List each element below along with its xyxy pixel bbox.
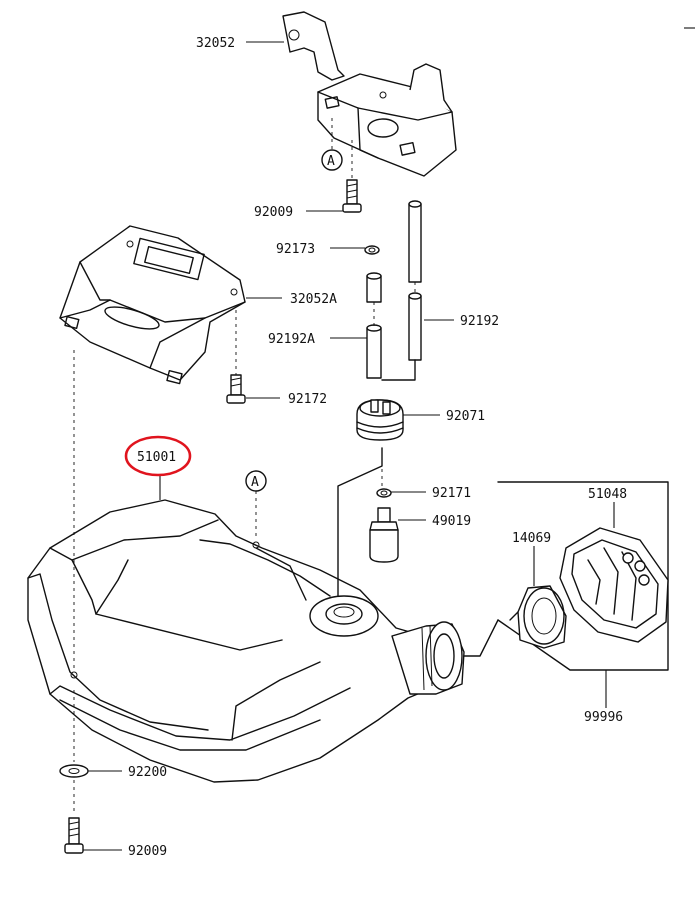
upper-seal-part[interactable] <box>364 245 380 255</box>
callout-51048: 51048 <box>588 487 627 502</box>
highlight-ring <box>124 435 192 477</box>
grommet-part[interactable] <box>356 399 404 441</box>
lower-seal-part[interactable] <box>376 448 392 498</box>
callout-92009-lower: 92009 <box>128 844 167 859</box>
callout-99996: 99996 <box>584 710 623 725</box>
upper-bracket-part[interactable] <box>282 11 457 177</box>
washer-part[interactable] <box>59 764 89 778</box>
callout-32052: 32052 <box>196 36 235 51</box>
fuel-cap-part[interactable] <box>559 527 669 643</box>
callout-92192: 92192 <box>460 314 499 329</box>
leader-lines <box>83 41 615 851</box>
callout-92009-upper: 92009 <box>254 205 293 220</box>
bracket-bolt-part[interactable] <box>226 310 246 404</box>
callout-92071: 92071 <box>446 409 485 424</box>
callout-92171: 92171 <box>432 486 471 501</box>
reference-mark-a-upper-label: A <box>327 154 335 169</box>
long-hose-part[interactable] <box>381 200 422 381</box>
reference-mark-a-upper: A <box>321 118 343 171</box>
cap-assembly-box <box>463 481 669 708</box>
grommet-to-tank-line <box>337 447 383 597</box>
callout-14069: 14069 <box>512 531 551 546</box>
reference-mark-a-lower-label: A <box>251 475 259 490</box>
callout-32052a: 32052A <box>290 292 337 307</box>
callout-92173: 92173 <box>276 242 315 257</box>
upper-bolt-part[interactable] <box>342 140 362 213</box>
callout-49019: 49019 <box>432 514 471 529</box>
lower-bolt-part[interactable] <box>64 817 84 854</box>
highlighted-callout-51001[interactable]: 51001 <box>124 435 192 477</box>
lower-bracket-part[interactable] <box>59 225 246 385</box>
short-hose-part[interactable] <box>366 272 382 379</box>
fuel-tank-part[interactable] <box>27 499 465 783</box>
reference-mark-a-lower: A <box>245 470 267 540</box>
callout-92192a: 92192A <box>268 332 315 347</box>
gasket-part[interactable] <box>509 585 567 649</box>
fuel-filter-part[interactable] <box>369 507 399 563</box>
callout-92200: 92200 <box>128 765 167 780</box>
callout-92172: 92172 <box>288 392 327 407</box>
callout-51001: 51001 <box>137 450 176 465</box>
